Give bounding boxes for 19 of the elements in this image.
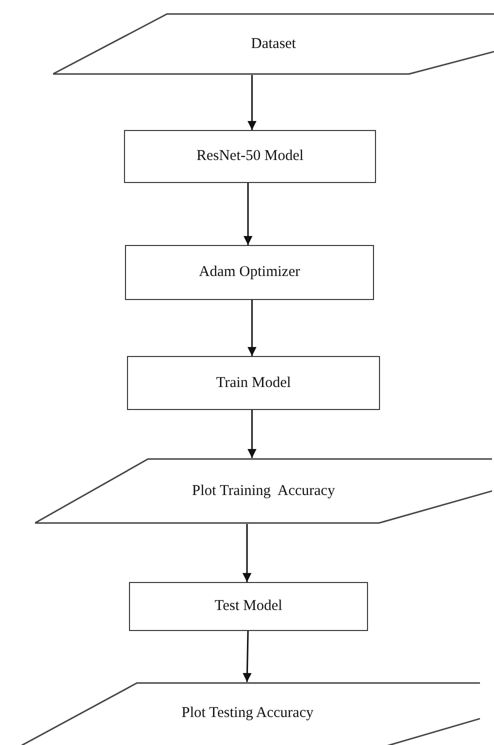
node-label: Adam Optimizer	[198, 264, 300, 281]
process-box	[129, 582, 368, 631]
arrow	[248, 300, 256, 356]
data-parallelogram	[35, 458, 492, 524]
process-box	[125, 245, 374, 300]
process-box	[127, 356, 380, 410]
arrow	[248, 75, 256, 130]
node-label: Test Model	[214, 598, 282, 615]
arrow	[248, 410, 256, 458]
data-parallelogram	[53, 13, 494, 75]
node-label: Plot Testing Accuracy	[182, 705, 314, 722]
node-label: ResNet-50 Model	[196, 148, 304, 165]
node-label: Plot Training Accuracy	[192, 482, 335, 500]
node-label: Dataset	[251, 36, 296, 52]
process-box	[124, 130, 376, 183]
arrow	[244, 183, 252, 245]
node-label: Train Model	[216, 374, 291, 392]
arrow	[242, 524, 252, 582]
arrow	[242, 630, 252, 682]
